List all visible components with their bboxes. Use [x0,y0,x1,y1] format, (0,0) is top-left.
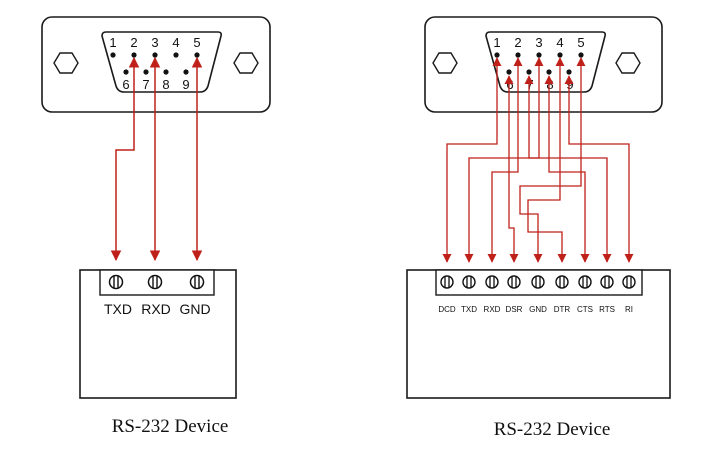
left-pin-dot [173,52,179,58]
right-pin-dot [578,52,584,58]
left-screw-terminal-icon [108,274,124,290]
right-terminal-label: RTS [599,305,615,314]
right-pin-dot [494,52,500,58]
left-pin-dot [123,69,129,75]
left-pin-dot [152,52,158,58]
right-screw-terminal-icon [485,275,499,289]
right-pin-label: 3 [535,35,542,50]
right-screw-terminal-icon [462,275,476,289]
right-pin-label: 1 [493,35,500,50]
left-screw-terminal-icon [147,274,163,290]
right-screw-terminal-icon [531,275,545,289]
left-wire-txd [110,56,140,262]
left-diagram: 1 2 3 4 5 6 7 8 9 [41,16,271,437]
right-pin-label: 6 [506,77,513,92]
right-pin-label: 2 [514,35,521,50]
left-pin-label: 2 [130,35,137,50]
left-device-caption: RS-232 Device [112,416,229,437]
right-terminal-block [435,269,643,296]
right-terminal-label: RI [625,305,633,314]
right-pin-dot [557,52,563,58]
right-pin-dot [515,52,521,58]
left-mounting-hole-left-icon [53,52,79,74]
right-screw-terminal-icon [600,275,614,289]
left-pin-dot [194,52,200,58]
left-pin-dot [143,69,149,75]
right-terminal-label: CTS [577,305,593,314]
right-pin-label: 9 [566,77,573,92]
right-screw-terminal-icon [440,275,454,289]
left-pin-label: 9 [182,77,189,92]
left-pin-label: 4 [172,35,179,50]
right-diagram: 1 2 3 4 5 6 7 8 9 [406,16,671,440]
right-pin-dot [526,69,532,75]
right-wire-dsr [504,75,519,263]
left-pin-dot [163,69,169,75]
left-pin-label: 7 [142,77,149,92]
right-terminal-label: TXD [461,305,477,314]
left-mounting-hole-right-icon [233,52,259,74]
left-pin-dot [183,69,189,75]
right-terminal-label: DSR [506,305,523,314]
left-screw-terminal-icon [189,274,205,290]
right-terminal-label: DTR [554,305,571,314]
right-pin-label: 7 [526,77,533,92]
left-pin-label: 6 [122,77,129,92]
right-screw-terminal-icon [555,275,569,289]
right-wire-ri [564,75,634,263]
right-device-caption: RS-232 Device [494,419,611,440]
left-terminal-label: RXD [141,301,171,317]
right-terminal-label: RXD [484,305,501,314]
right-screw-terminals [440,275,636,289]
right-pin-label: 5 [577,35,584,50]
left-pin-label: 8 [162,77,169,92]
right-screw-terminal-icon [507,275,521,289]
left-terminal-label: TXD [104,301,132,317]
right-pin-dot [506,69,512,75]
right-pin-dot [546,69,552,75]
left-pin-label: 3 [151,35,158,50]
left-pin-label: 1 [109,35,116,50]
right-terminal-label: GND [529,305,547,314]
right-pin-label: 4 [556,35,563,50]
right-pin-dot [536,52,542,58]
right-pin-label: 8 [546,77,553,92]
right-screw-terminal-icon [578,275,592,289]
right-pin-dot [566,69,572,75]
right-mounting-hole-right-icon [615,52,641,74]
right-terminal-label: DCD [438,305,456,314]
left-terminal-label: GND [179,301,210,317]
right-screw-terminal-icon [622,275,636,289]
left-pin-dot [131,52,137,58]
left-pin-dot [110,52,116,58]
left-pin-label: 5 [193,35,200,50]
